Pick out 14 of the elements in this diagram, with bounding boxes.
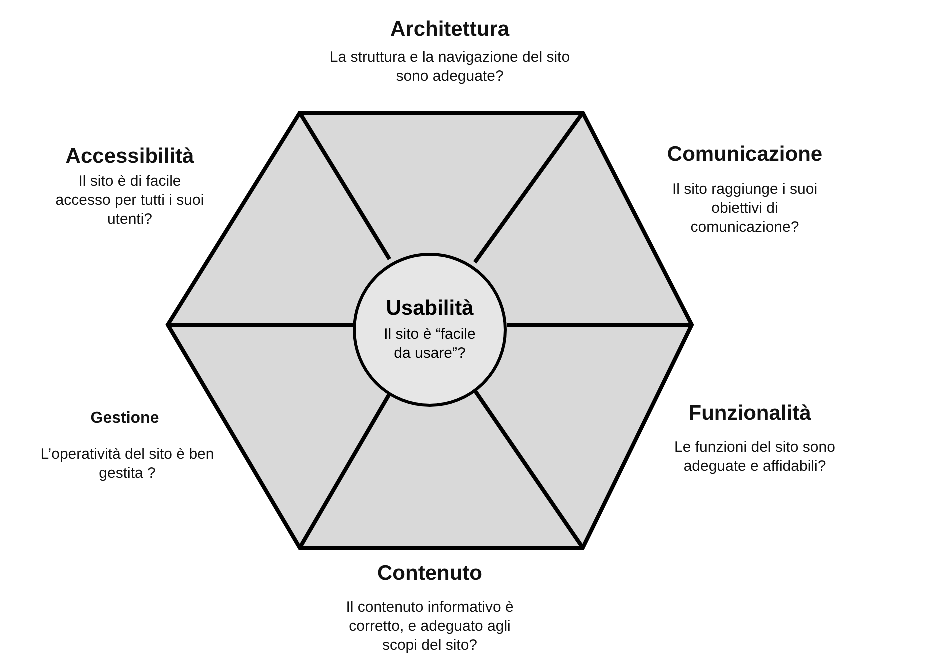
- facet-question: Il sito è di facile accesso per tutti i suoi utenti?: [55, 172, 205, 229]
- facet-heading: Funzionalità: [688, 402, 812, 426]
- facet-question: La struttura e la navigazione del sito sono adeguate?: [328, 48, 572, 86]
- facet-heading: Gestione: [90, 410, 160, 428]
- facet-question: Il contenuto informativo è corretto, e adeguato agli scopi del sito?: [345, 598, 515, 655]
- facet-question: Il sito raggiunge i suoi obiettivi di comunicazione?: [671, 180, 819, 237]
- facet-heading: Comunicazione: [666, 143, 824, 167]
- facet-heading: Architettura: [389, 18, 511, 42]
- facet-heading: Accessibilità: [64, 145, 196, 169]
- circle-question: Il sito è “facile da usare”?: [383, 325, 477, 363]
- facet-question: Le funzioni del sito sono adeguate e affidabili?: [674, 438, 836, 476]
- facet-question: L’operatività del sito è ben gestita ?: [40, 445, 215, 483]
- circle-heading: Usabilità: [386, 297, 474, 321]
- facet-heading: Contenuto: [376, 562, 484, 586]
